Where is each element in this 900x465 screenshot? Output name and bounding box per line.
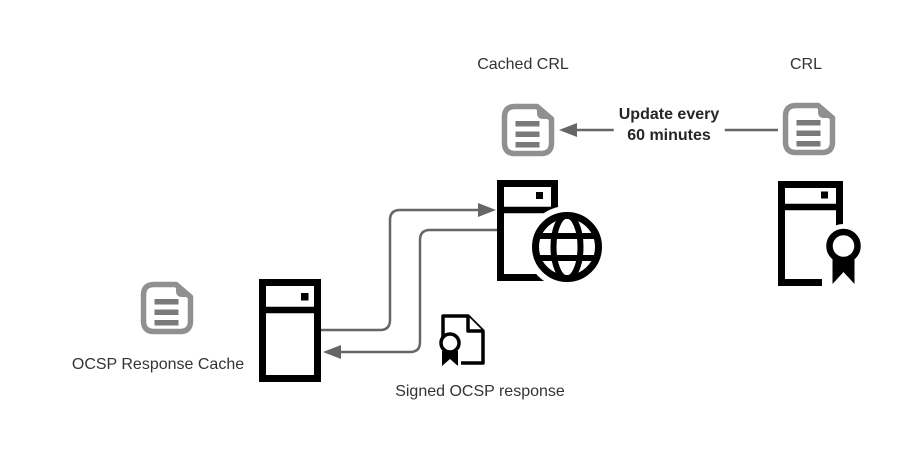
update-interval-label-line1: Update every xyxy=(618,106,720,123)
cached-crl-label: Cached CRL xyxy=(477,56,569,73)
ca-server-icon xyxy=(778,181,863,288)
update-interval-label-line2: 60 minutes xyxy=(627,127,711,144)
signed-response-document-icon xyxy=(439,314,485,366)
web-server-icon xyxy=(497,180,605,288)
cached-crl-document-icon xyxy=(501,103,555,157)
ocsp-cache-document-icon xyxy=(140,281,194,335)
signed-ocsp-response-label: Signed OCSP response xyxy=(395,383,565,400)
crl-label: CRL xyxy=(789,56,823,73)
update-interval-label: Update every 60 minutes xyxy=(613,104,725,146)
connector-cache-server-to-web-server xyxy=(321,203,496,332)
ocsp-cache-server-icon xyxy=(259,279,321,382)
ocsp-response-cache-label: OCSP Response Cache xyxy=(71,356,245,373)
connector-web-server-to-cache-server xyxy=(323,228,497,359)
crl-document-icon xyxy=(782,102,836,156)
